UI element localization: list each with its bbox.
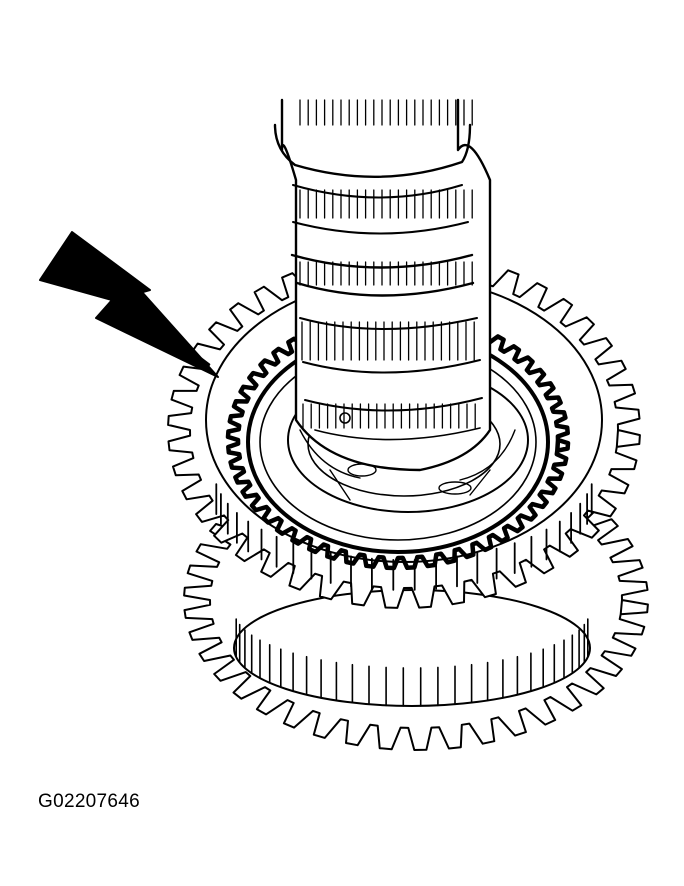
shaft (273, 98, 492, 472)
shaft-splines (299, 99, 476, 429)
figure-code: G02207646 (38, 791, 141, 812)
arrow-icon (39, 231, 219, 378)
upper-gear-band (215, 483, 593, 591)
lower-gear-face-teeth (235, 618, 589, 707)
synchro-ring-outer (225, 309, 571, 571)
